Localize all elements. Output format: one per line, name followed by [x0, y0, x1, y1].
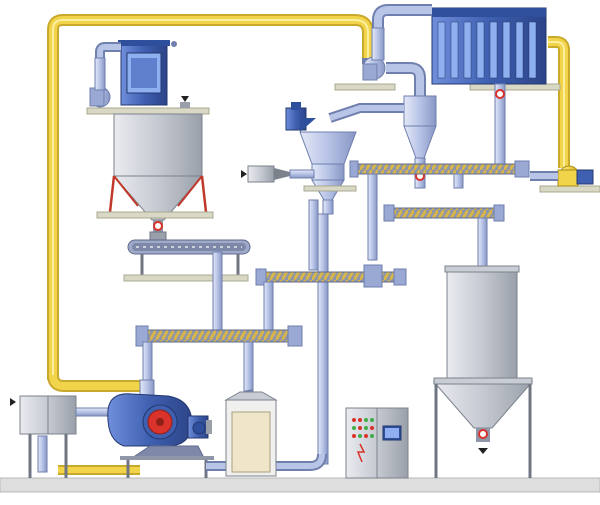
screw-conveyor-1	[349, 160, 530, 261]
floor	[0, 477, 600, 493]
inlet-heater	[10, 395, 111, 478]
cyclone	[328, 95, 437, 189]
screw-conveyor-2	[383, 204, 505, 269]
belt-conveyor	[123, 239, 251, 282]
product-silo	[432, 265, 534, 478]
bagging-station	[224, 389, 278, 477]
mill-discharge-pipe-inner	[206, 453, 325, 469]
top-feed-hopper	[86, 40, 214, 241]
exhaust-fan	[530, 165, 600, 193]
mill-motor	[187, 415, 212, 439]
air-duct-system	[47, 14, 570, 475]
bag-filter	[334, 7, 561, 167]
belt-drop-pipe	[212, 251, 223, 331]
main-screw-conveyor	[135, 325, 303, 393]
screw-conveyor-3	[255, 264, 407, 333]
control-cabinet	[345, 407, 409, 479]
filter-inlet-duct	[362, 4, 432, 96]
